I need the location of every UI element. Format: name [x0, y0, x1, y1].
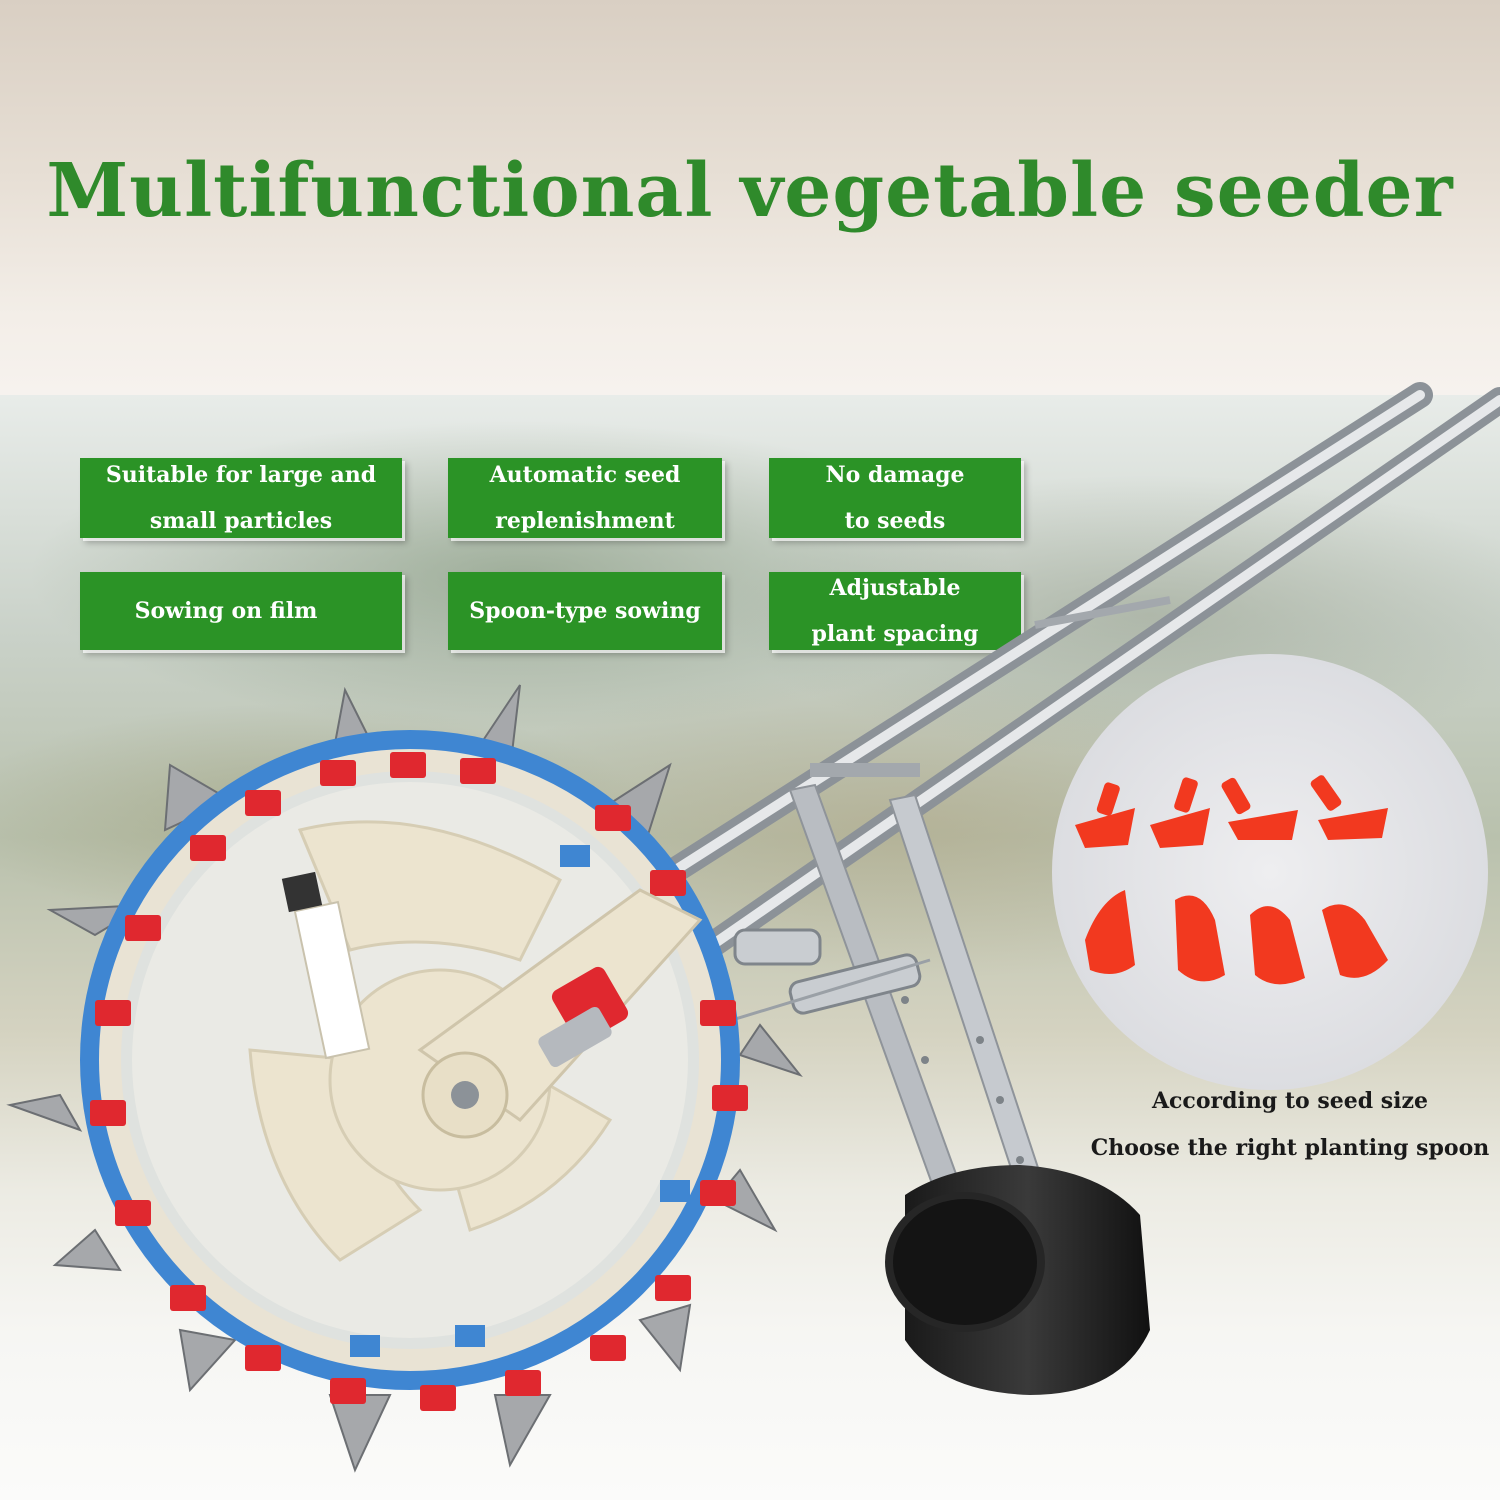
seeding-wheel: [80, 730, 740, 1390]
feature-badge-line: Sowing on film: [134, 598, 318, 624]
feature-badge-line: small particles: [149, 508, 333, 534]
tension-springs: [599, 928, 931, 1062]
feature-badge-no-damage: No damage to seeds: [769, 458, 1021, 538]
top-banner-background: [0, 0, 1500, 395]
caption-line: According to seed size: [1151, 1088, 1429, 1114]
drive-arm: [417, 888, 703, 1139]
feature-badge-sowing-on-film: Sowing on film: [80, 572, 402, 650]
feature-badge-line: to seeds: [844, 508, 946, 534]
rim-clips: [90, 752, 748, 1411]
feature-badge-line: Adjustable: [829, 575, 961, 601]
wheel-spikes: [6, 684, 803, 1473]
feature-badge-line: Spoon-type sowing: [469, 598, 701, 624]
planting-spoons-showcase: [1052, 654, 1488, 1090]
press-roller: [885, 1165, 1150, 1395]
feature-badge-replenishment: Automatic seed replenishment: [448, 458, 722, 538]
handle-pipes: [562, 382, 1500, 1053]
feature-badge-particles: Suitable for large and small particles: [80, 458, 402, 538]
product-title: Multifunctional vegetable seeder: [46, 148, 1454, 234]
feature-badge-spoon-type: Spoon-type sowing: [448, 572, 722, 650]
feature-badge-line: Suitable for large and: [105, 462, 377, 488]
feature-badge-line: replenishment: [495, 508, 675, 534]
feature-badge-line: Automatic seed: [489, 462, 681, 488]
feature-badge-plant-spacing: Adjustable plant spacing: [769, 572, 1021, 650]
spoon-caption: According to seed size Choose the right …: [1080, 1078, 1500, 1172]
feature-badge-line: No damage: [825, 462, 965, 488]
feature-badge-line: plant spacing: [811, 621, 979, 647]
spoon-icon: [1075, 775, 1388, 985]
caption-line: Choose the right planting spoon: [1090, 1135, 1490, 1161]
